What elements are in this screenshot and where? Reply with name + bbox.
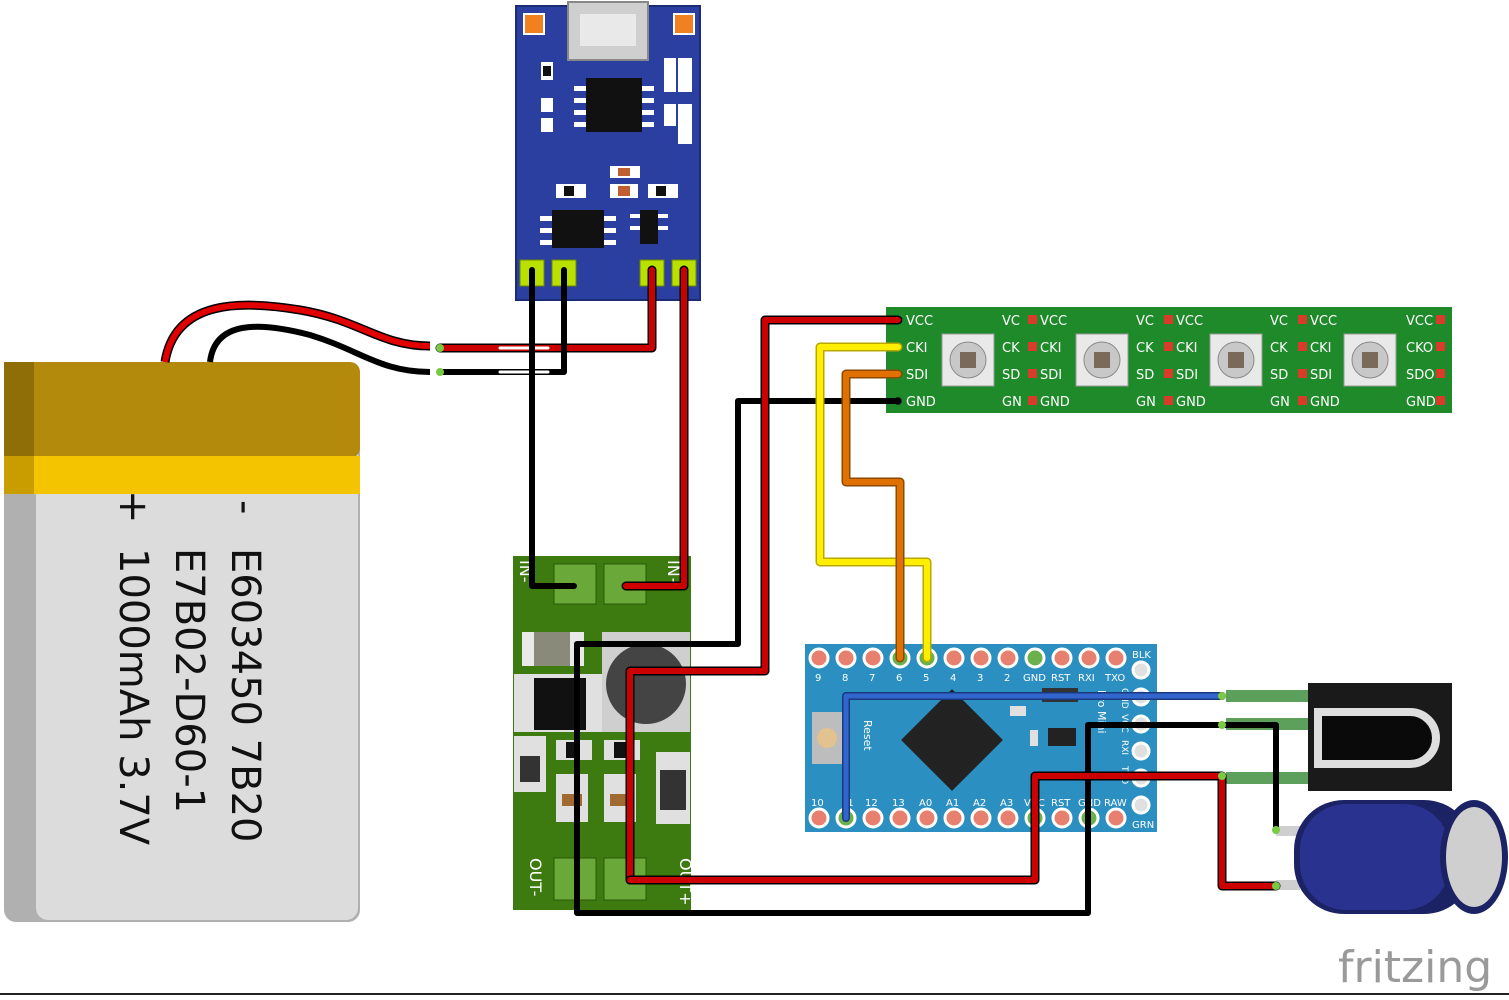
pin-label-rxi: RXI <box>1078 673 1095 684</box>
pin-label-9: 9 <box>815 673 821 684</box>
led-pixel <box>941 333 995 387</box>
battery-black-lead[interactable] <box>207 323 431 375</box>
battery-minus-sign: - <box>222 500 268 514</box>
seg4-label-sdi: SDI <box>1310 368 1332 383</box>
wires <box>435 265 1281 916</box>
pin-label-7: 7 <box>869 673 875 684</box>
wire-charger-out-minus[interactable] <box>529 267 577 589</box>
battery-label-line3: 1000mAh 3.7V <box>110 548 156 846</box>
boost-out-minus: OUT- <box>526 858 545 896</box>
pin-label-raw: RAW <box>1104 798 1127 809</box>
strip-pin-sdi: SDI <box>906 368 928 383</box>
charger-pads <box>519 259 697 287</box>
cut-label-sd: SD <box>1002 368 1020 383</box>
seg4-label-gnd: GND <box>1310 395 1340 410</box>
strip-pin-cki: CKI <box>906 341 927 356</box>
pin-label-8: 8 <box>842 673 848 684</box>
reset-label: Reset <box>861 720 874 751</box>
pin-label-rst: RST <box>1051 673 1071 684</box>
pin-label-grn: GRN <box>1132 820 1154 831</box>
battery-label: - E603450 7B20 <box>222 500 268 842</box>
ir-receiver <box>1226 683 1452 791</box>
seg4-label-vcc: VCC <box>1310 314 1337 329</box>
cut-label-vc: VC <box>1270 314 1288 329</box>
lipo-battery: - E603450 7B20 E7B02-D60-1 + 1000mAh 3.7… <box>4 362 360 922</box>
led-pixel <box>1343 333 1397 387</box>
pin-label-txo: TXO <box>1104 673 1125 684</box>
led-pixel <box>1075 333 1129 387</box>
cut-label-ck: CK <box>1136 341 1154 356</box>
mount-hole-right <box>673 13 695 35</box>
cut-label-sd: SD <box>1136 368 1154 383</box>
strip-pin-vcc: VCC <box>906 314 933 329</box>
cut-label-ck: CK <box>1270 341 1288 356</box>
electrolytic-capacitor <box>1276 800 1508 914</box>
pin-label-12: 12 <box>865 798 878 809</box>
seg2-label-sdi: SDI <box>1040 368 1062 383</box>
cut-label-gn: GN <box>1136 395 1156 410</box>
fritzing-logo: fritzing <box>1338 942 1492 993</box>
seg2-label-vcc: VCC <box>1040 314 1067 329</box>
pin-label-a0: A0 <box>919 798 932 809</box>
seg3-label-sdi: SDI <box>1176 368 1198 383</box>
led-strip: VCC CKI SDI GND VC CK SD GN VCC CKI SDI … <box>886 307 1452 413</box>
battery-label-line2: E7B02-D60-1 <box>166 548 212 813</box>
wire-strip-gnd[interactable] <box>574 398 901 883</box>
pin-label-13: 13 <box>892 798 905 809</box>
wire-battery-minus[interactable] <box>437 267 567 375</box>
boost-converter: IN- IN+ OUT- OUT+ <box>513 556 695 910</box>
mount-hole-left <box>523 13 545 35</box>
cut-label-ck: CK <box>1002 341 1020 356</box>
cut-label-vc: VC <box>1002 314 1020 329</box>
battery-plus-sign: + <box>110 490 156 524</box>
strip-out-sdo: SDO <box>1406 368 1435 383</box>
led-pixel <box>1209 333 1263 387</box>
seg2-label-cki: CKI <box>1040 341 1061 356</box>
cut-label-gn: GN <box>1270 395 1290 410</box>
strip-pin-gnd: GND <box>906 395 936 410</box>
pin-label-rst-bottom: RST <box>1051 798 1071 809</box>
seg3-label-cki: CKI <box>1176 341 1197 356</box>
protection-ic <box>552 210 604 248</box>
seg2-label-gnd: GND <box>1040 395 1070 410</box>
cut-label-vc: VC <box>1136 314 1154 329</box>
strip-out-vcc: VCC <box>1406 314 1433 329</box>
side-pin-rxi: RXI <box>1119 740 1129 755</box>
strip-out-gnd: GND <box>1406 395 1436 410</box>
pin-label-2: 2 <box>1004 673 1010 684</box>
wire-data[interactable] <box>841 369 905 663</box>
strip-out-cko: CKO <box>1406 341 1433 356</box>
arduino-pro-mini: Reset Pro Mini 9 8 7 6 <box>805 644 1157 832</box>
charger-ic <box>586 78 642 132</box>
charger-module <box>515 1 701 301</box>
seg3-label-vcc: VCC <box>1176 314 1203 329</box>
cut-label-sd: SD <box>1270 368 1288 383</box>
pin-label-gnd: GND <box>1023 673 1046 684</box>
pin-label-4: 4 <box>950 673 956 684</box>
top-header: 9 8 7 6 5 4 3 2 GND RST RXI TXO BLK <box>808 647 1151 684</box>
pin-label-blk: BLK <box>1132 650 1151 661</box>
seg4-label-cki: CKI <box>1310 341 1331 356</box>
wire-gnd-rail[interactable] <box>574 722 1279 916</box>
pin-label-10: 10 <box>811 798 824 809</box>
cut-label-gn: GN <box>1002 395 1022 410</box>
pin-label-a1: A1 <box>946 798 959 809</box>
pin-label-5: 5 <box>923 673 929 684</box>
seg3-label-gnd: GND <box>1176 395 1206 410</box>
battery-label-line1: E603450 7B20 <box>222 548 268 842</box>
pin-label-a3: A3 <box>1000 798 1013 809</box>
pin-label-3: 3 <box>977 673 983 684</box>
pin-label-6: 6 <box>896 673 902 684</box>
pin-label-a2: A2 <box>973 798 986 809</box>
